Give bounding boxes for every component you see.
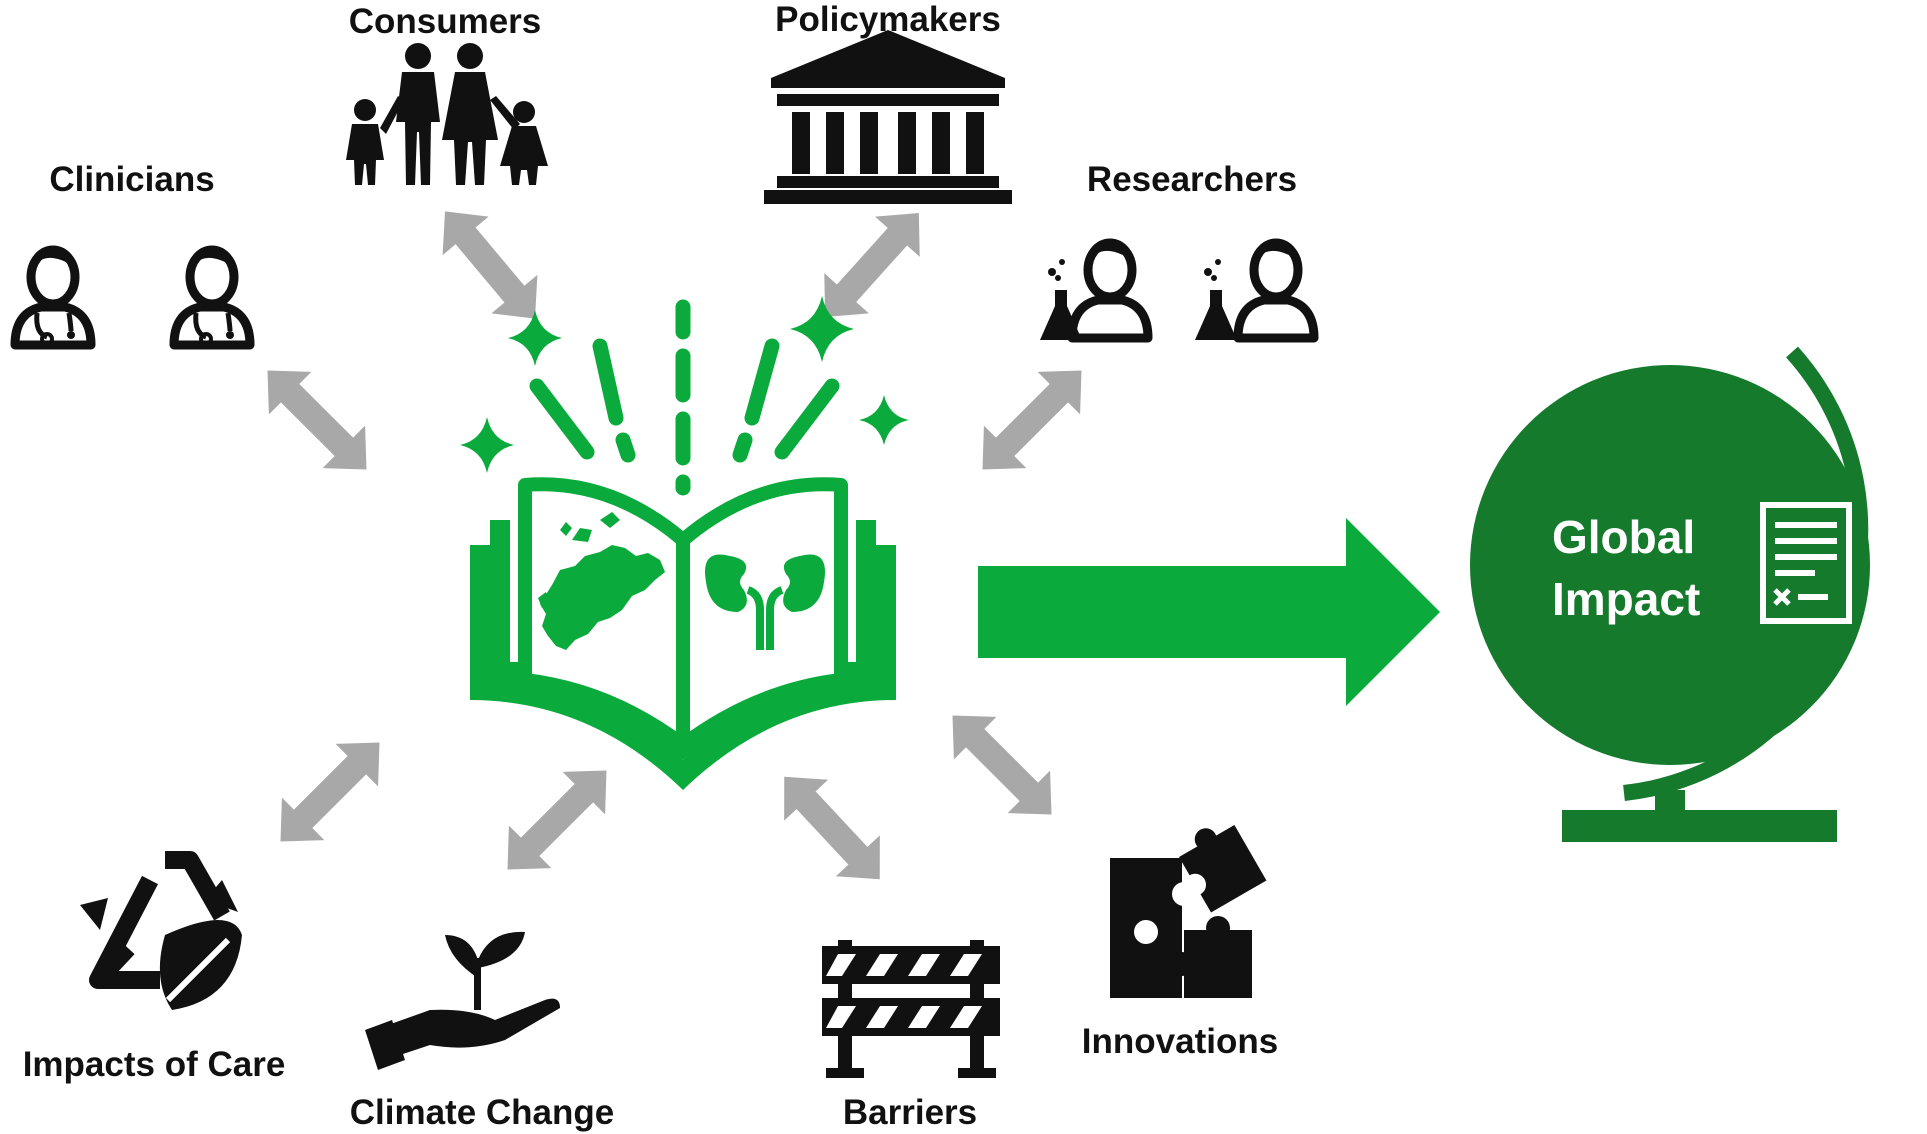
arrow-impacts-of-care — [259, 721, 401, 863]
label-researchers: Researchers — [1086, 160, 1298, 199]
label-impacts-of-care: Impacts of Care — [22, 1045, 286, 1084]
label-barriers: Barriers — [842, 1093, 978, 1132]
globe-label-line2: Impact — [1552, 573, 1700, 625]
road-barricade-icon — [822, 940, 1000, 1078]
arrow-climate-change — [486, 749, 628, 891]
globe-label-line1: Global — [1552, 511, 1695, 563]
star-sparkles-icon — [460, 296, 909, 473]
hand-sprout-icon — [365, 931, 560, 1070]
researcher-female-icon — [1040, 240, 1148, 340]
puzzle-pieces-icon — [1110, 825, 1267, 998]
europe-map-icon — [538, 512, 665, 650]
recycle-leaf-icon — [80, 851, 242, 1010]
label-innovations: Innovations — [1081, 1022, 1279, 1061]
government-building-icon — [764, 30, 1012, 204]
arrow-barriers — [762, 756, 902, 900]
open-book-icon — [470, 477, 896, 790]
label-climate-change: Climate Change — [349, 1093, 615, 1132]
label-consumers: Consumers — [348, 2, 542, 41]
arrow-innovations — [931, 694, 1073, 836]
clinician-female-icon — [15, 247, 91, 345]
label-clinicians: Clinicians — [49, 160, 215, 199]
arrow-researchers — [961, 349, 1103, 491]
sparkle-burst-icon — [529, 299, 840, 496]
big-right-arrow — [978, 518, 1440, 706]
arrow-clinicians — [246, 349, 388, 491]
kidneys-icon — [705, 554, 825, 650]
document-icon — [1760, 502, 1852, 624]
researcher-male-icon — [1195, 240, 1314, 340]
arrow-consumers — [422, 192, 558, 338]
clinician-male-icon — [174, 247, 250, 345]
globe-icon: Global Impact — [1470, 346, 1870, 842]
family-icon — [346, 43, 548, 185]
